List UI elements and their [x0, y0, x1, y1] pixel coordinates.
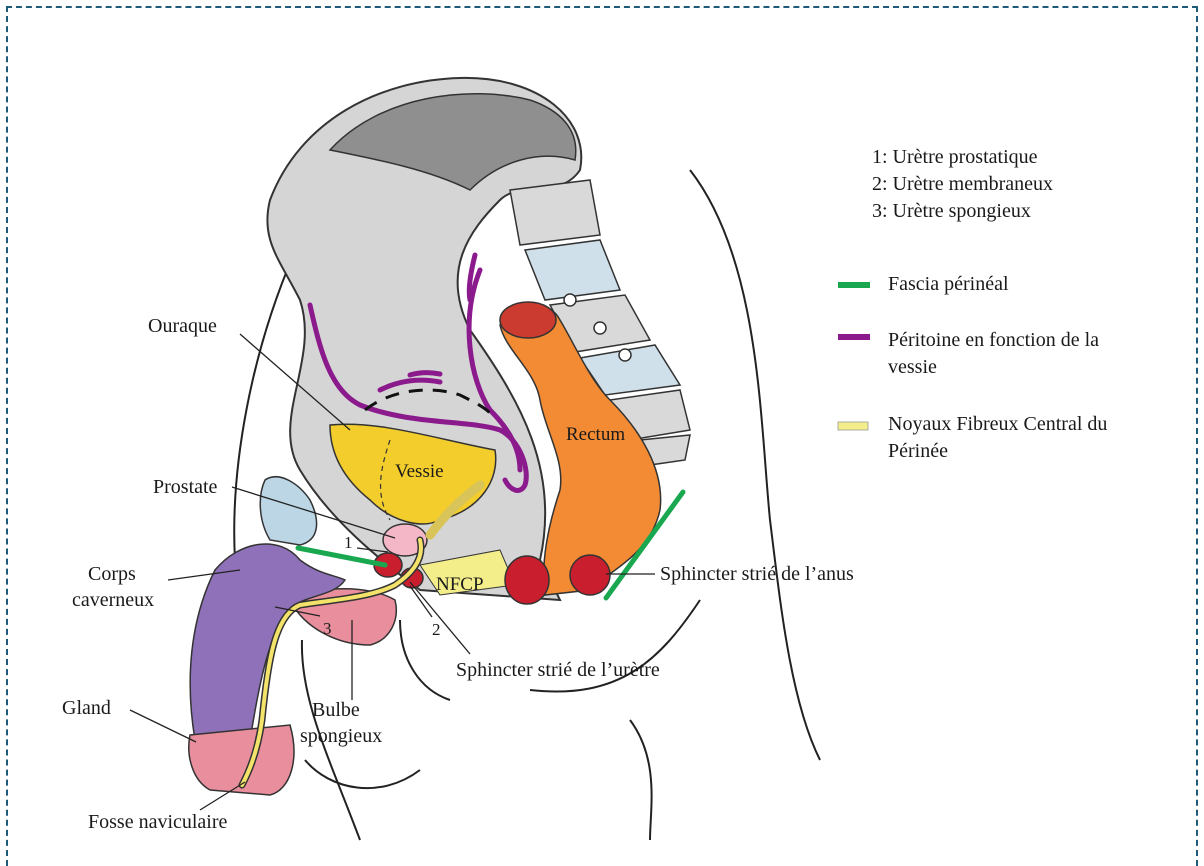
- anal-sphincter-back: [570, 555, 610, 595]
- label-prostate: Prostate: [153, 476, 218, 498]
- rectum-opening: [500, 302, 556, 338]
- label-gland: Gland: [62, 697, 111, 719]
- anal-sphincter-front: [505, 556, 549, 604]
- label-n3: 3: [323, 619, 332, 638]
- legend-peritoine-1: Péritoine en fonction de la: [888, 329, 1099, 351]
- legend-numbered-3: 3: Urètre spongieux: [872, 200, 1031, 222]
- label-corps-1: Corps: [88, 563, 136, 585]
- label-sphincter-uretre: Sphincter strié de l’urètre: [456, 659, 660, 681]
- legend: 1: Urètre prostatique 2: Urètre membrane…: [838, 146, 1107, 462]
- label-n2: 2: [432, 620, 441, 639]
- legend-noyaux-1: Noyaux Fibreux Central du: [888, 413, 1107, 435]
- label-n1: 1: [344, 533, 353, 552]
- label-bulbe-1: Bulbe: [312, 699, 360, 721]
- label-vessie: Vessie: [395, 461, 444, 482]
- label-ouraque: Ouraque: [148, 315, 217, 337]
- legend-swatch-noyaux: [838, 422, 868, 430]
- legend-swatch-fascia: [838, 282, 870, 288]
- label-corps-2: caverneux: [72, 589, 154, 611]
- legend-fascia: Fascia périnéal: [888, 273, 1009, 295]
- label-sphincter-anus: Sphincter strié de l’anus: [660, 563, 854, 585]
- legend-numbered-2: 2: Urètre membraneux: [872, 173, 1053, 195]
- label-rectum: Rectum: [566, 424, 625, 445]
- label-fosse: Fosse naviculaire: [88, 811, 228, 833]
- label-nfcp: NFCP: [436, 574, 484, 595]
- label-bulbe-2: spongieux: [300, 725, 382, 747]
- legend-peritoine-2: vessie: [888, 356, 937, 378]
- legend-swatch-peritoine: [838, 334, 870, 340]
- legend-numbered-1: 1: Urètre prostatique: [872, 146, 1038, 168]
- legend-noyaux-2: Périnée: [888, 440, 948, 462]
